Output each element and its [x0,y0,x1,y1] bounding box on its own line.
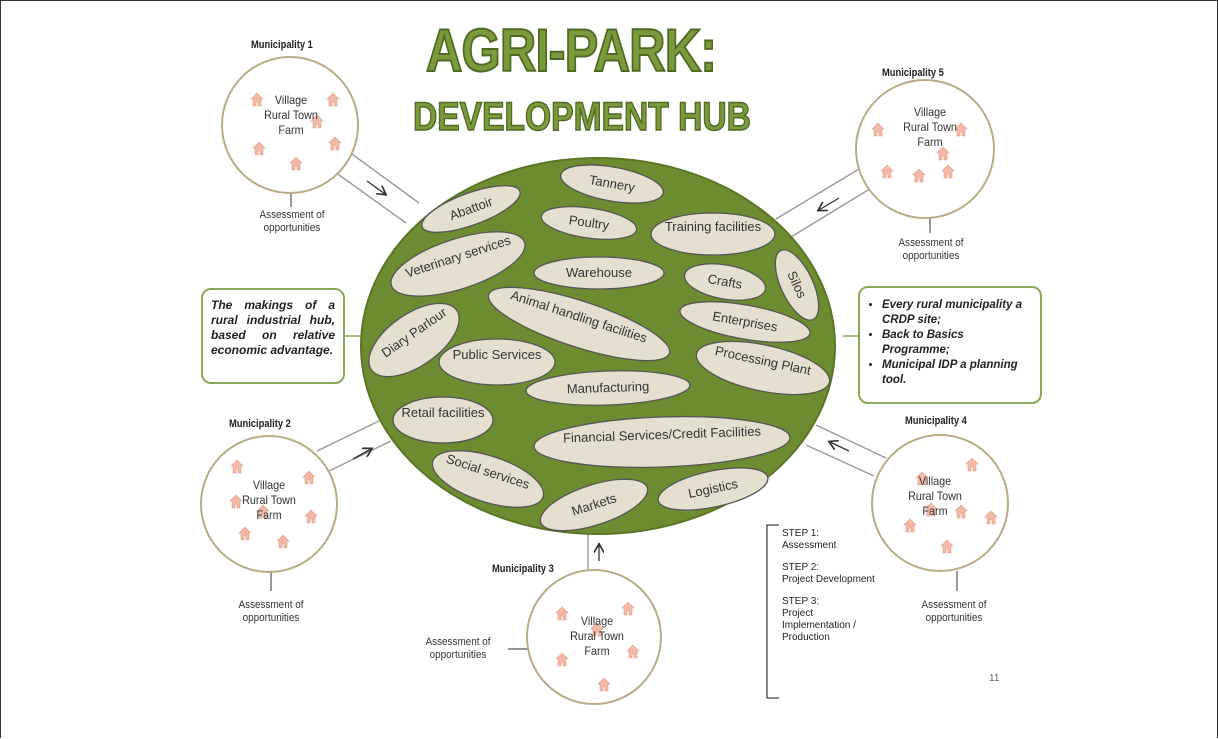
hub-item-pill [487,286,671,362]
municipality-2-label: Municipality 2 [229,418,291,430]
step-1: STEP 1:Assessment [782,528,837,551]
house-icon [289,156,303,171]
hub-item-pill [421,185,521,233]
house-icon [276,534,290,549]
hub-item-pill [679,301,811,343]
municipality-4-label: Municipality 4 [905,415,967,427]
hub-item-pill [650,212,776,256]
house-icon [238,526,252,541]
hub-item-pill [539,478,649,532]
house-icon [590,622,604,637]
right-callout-item: Every rural municipality a CRDP site; [882,298,1034,328]
house-icon [880,164,894,179]
municipality-circle [855,79,995,219]
house-icon [252,141,266,156]
title-line-2: DEVELOPMENT HUB [412,94,751,140]
hub-item-pill [695,340,831,396]
house-icon [915,471,929,486]
municipality-1-label: Municipality 1 [251,39,313,51]
hub-item-pill [560,164,664,204]
house-icon [310,114,324,129]
hub-item-pill [683,263,767,301]
house-icon [304,509,318,524]
house-icon [302,470,316,485]
house-icon [941,164,955,179]
house-icon [250,92,264,107]
house-icon [555,652,569,667]
right-callout-item: Municipal IDP a planning tool. [882,358,1034,388]
page-number: 11 [989,673,1000,684]
hub-item-pill [525,370,691,406]
hub-item-pill [540,206,638,240]
house-icon [597,677,611,692]
title-line-1: AGRI-PARK: [425,16,718,85]
house-icon [965,457,979,472]
house-icon [626,644,640,659]
hub-item-pill [431,450,545,508]
house-icon [940,539,954,554]
house-icon [903,518,917,533]
hub-item-label: Warehouse [566,265,632,280]
house-icon [621,601,635,616]
house-icon [555,606,569,621]
right-callout-box: Every rural municipality a CRDP site; Ba… [858,286,1042,404]
house-icon [954,122,968,137]
hub-item-pill [438,338,556,386]
hub-item-pill [368,302,460,378]
house-icon [328,136,342,151]
house-icon [936,146,950,161]
hub-item-pill [390,231,526,297]
house-icon [954,504,968,519]
municipality-3-label: Municipality 3 [492,563,554,575]
hub-item-pill [774,249,820,321]
right-callout-item: Back to Basics Programme; [882,328,1034,358]
municipality-circle [221,56,359,194]
house-icon [912,168,926,183]
hub-item-pill [657,467,769,511]
municipality-5-label: Municipality 5 [882,67,944,79]
hub-item-pill [392,396,494,444]
house-icon [230,459,244,474]
hub-item-label: Retail facilities [401,405,485,420]
hub-item-pill [533,415,791,469]
left-callout-box: The makings of a rural industrial hub, b… [201,288,345,384]
house-icon [326,92,340,107]
connectors [316,145,887,581]
hub-item-label: Training facilities [664,219,762,234]
house-icon [229,494,243,509]
hub-item-label: Public Services [452,347,542,362]
house-icon [871,122,885,137]
arrows [352,180,850,561]
step-2: STEP 2:Project Development [782,562,875,585]
steps-list: STEP 1:Assessment STEP 2:Project Develop… [782,528,875,654]
house-icon [256,504,270,519]
house-icon [924,502,938,517]
house-icon [984,510,998,525]
steps-bracket [766,524,779,699]
left-callout-text: The makings of a rural industrial hub, b… [211,298,335,357]
hub-item-pill [533,256,665,290]
